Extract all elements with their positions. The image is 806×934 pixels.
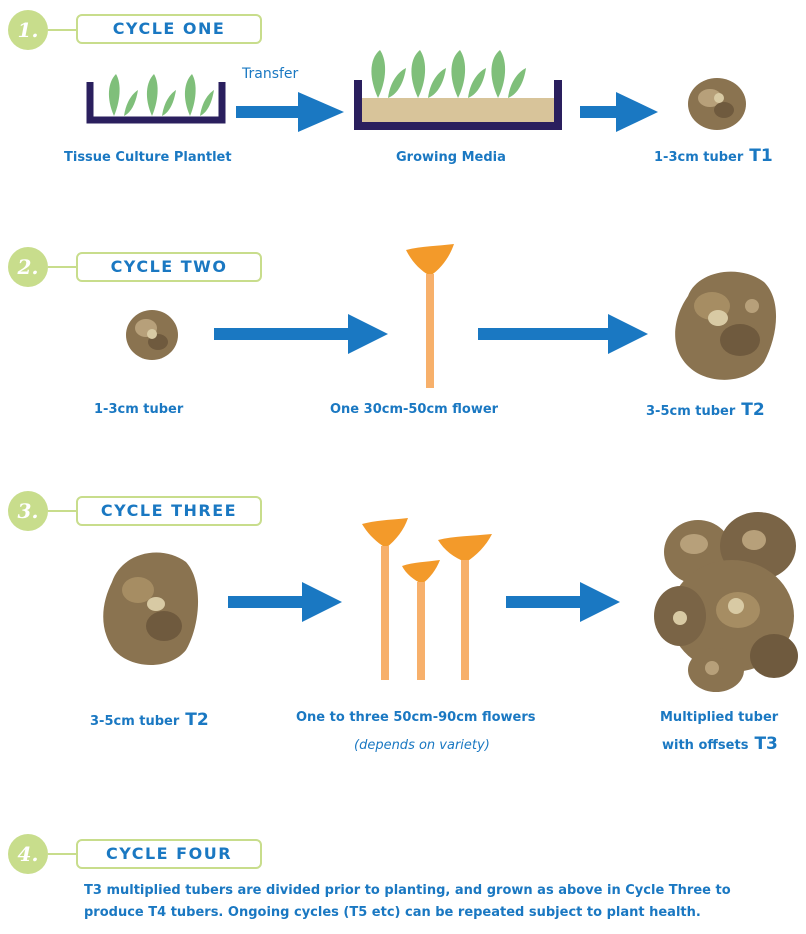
cycle-four-number: 4. <box>8 834 48 874</box>
arrow-right-icon <box>506 580 622 624</box>
cycle-four-text-line1: T3 multiplied tubers are divided prior t… <box>84 880 806 902</box>
stage-label-multiplied-line1: Multiplied tuber <box>660 710 778 725</box>
cycle-three-connector <box>48 510 76 512</box>
cycle-four-number-badge: 4. <box>8 834 48 874</box>
tuber-medium-icon <box>668 266 780 384</box>
cycle-three-title: CYCLE THREE <box>76 496 262 526</box>
arrow-right-icon <box>214 312 390 356</box>
cycle-four-title: CYCLE FOUR <box>76 839 262 869</box>
tuber-tag-t3: T3 <box>754 734 777 754</box>
stage-label-three-flowers: One to three 50cm-90cm flowers <box>296 710 536 725</box>
stage-label-tuber-t2-input: 3-5cm tuber T2 <box>90 710 209 730</box>
cycle-one-number-badge: 1. <box>8 10 48 50</box>
cycle-four-connector <box>48 853 76 855</box>
cycle-four-text-line2: produce T4 tubers. Ongoing cycles (T5 et… <box>84 902 806 924</box>
cycle-three-number: 3. <box>8 491 48 531</box>
tuber-tag-t2: T2 <box>741 400 764 420</box>
cycle-two-number-badge: 2. <box>8 247 48 287</box>
multiplied-offsets-text: with offsets <box>662 738 748 753</box>
multiplied-tuber-icon <box>646 506 804 696</box>
tuber-small-icon <box>124 308 180 362</box>
tuber-tag-t1: T1 <box>749 146 772 166</box>
transfer-label: Transfer <box>242 66 298 82</box>
flowers-icon <box>360 518 494 682</box>
cycle-four-description: T3 multiplied tubers are divided prior t… <box>84 880 806 924</box>
cycle-three-number-badge: 3. <box>8 491 48 531</box>
flower-icon <box>404 242 456 392</box>
tuber-medium-icon <box>98 546 202 668</box>
tissue-culture-plantlet-icon <box>86 68 226 128</box>
arrow-right-icon <box>580 90 660 134</box>
stage-label-growing-media: Growing Media <box>396 150 506 165</box>
arrow-right-icon <box>228 580 344 624</box>
stage-label-tuber-t1: 1-3cm tuber T1 <box>654 146 773 166</box>
tuber-t2-size: 3-5cm tuber <box>646 404 735 419</box>
stage-label-tuber-input: 1-3cm tuber <box>94 402 183 417</box>
arrow-right-icon <box>478 312 650 356</box>
tuber-t1-size: 1-3cm tuber <box>654 150 743 165</box>
cycle-one-number: 1. <box>8 10 48 50</box>
stage-label-tuber-t2: 3-5cm tuber T2 <box>646 400 765 420</box>
tuber-t2-input-size: 3-5cm tuber <box>90 714 179 729</box>
arrow-right-icon <box>236 90 346 134</box>
cycle-two-number: 2. <box>8 247 48 287</box>
variety-note: (depends on variety) <box>354 738 490 753</box>
stage-label-tissue-culture: Tissue Culture Plantlet <box>64 150 232 165</box>
cycle-one-connector <box>48 29 76 31</box>
stage-label-one-flower: One 30cm-50cm flower <box>330 402 498 417</box>
growing-media-icon <box>352 46 564 136</box>
tuber-small-icon <box>686 76 748 132</box>
tuber-tag-t2-input: T2 <box>185 710 208 730</box>
cycle-two-title: CYCLE TWO <box>76 252 262 282</box>
stage-label-multiplied-line2: with offsets T3 <box>662 734 778 754</box>
cycle-two-connector <box>48 266 76 268</box>
cycle-one-title: CYCLE ONE <box>76 14 262 44</box>
